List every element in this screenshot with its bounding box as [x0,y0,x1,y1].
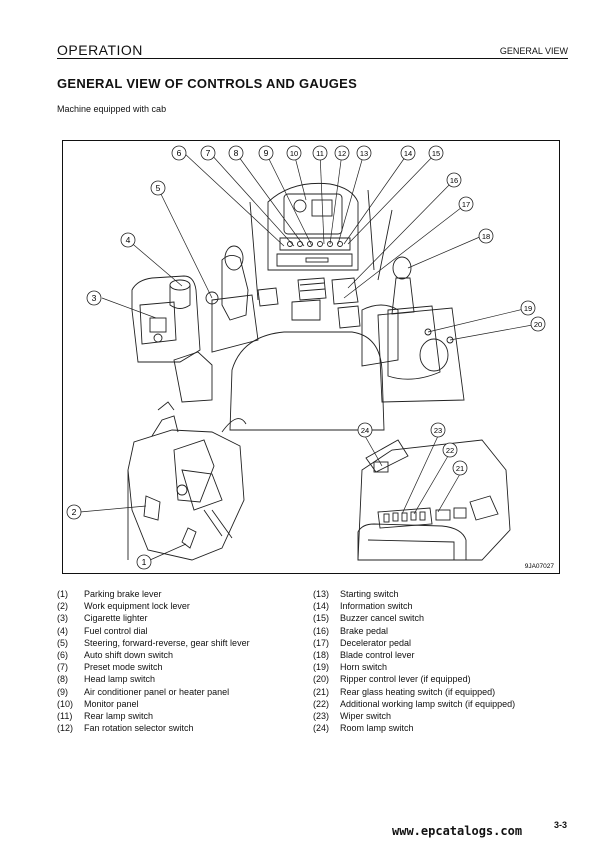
callout-4: 4 [120,232,136,248]
callout-12: 12 [334,145,350,161]
callout-3: 3 [86,290,102,306]
legend-item: (7)Preset mode switch [57,662,163,673]
callout-16-label: 16 [450,176,458,185]
callout-17: 17 [458,196,474,212]
callout-5-label: 5 [156,183,161,193]
legend-item: (9)Air conditioner panel or heater panel [57,686,230,697]
header-rule [57,58,568,59]
section-header-right: GENERAL VIEW [499,46,568,56]
legend-item: (18)Blade control lever [313,650,415,661]
callout-9: 9 [258,145,274,161]
callout-6-label: 6 [177,148,182,158]
callout-14: 14 [400,145,416,161]
page-title: GENERAL VIEW OF CONTROLS AND GAUGES [57,76,358,91]
legend-item: (13)Starting switch [313,589,399,599]
legend-item: (21)Rear glass heating switch (if equipp… [313,686,496,697]
legend-right: (13)Starting switch (14)Information swit… [313,588,515,734]
legend-item: (17)Decelerator pedal [313,637,412,648]
legend-item: (19)Horn switch [313,662,388,673]
callout-15: 15 [428,145,444,161]
callout-5: 5 [150,180,166,196]
callout-9-label: 9 [264,148,269,158]
legend-item: (1)Parking brake lever [57,589,162,599]
callout-1: 1 [136,554,152,570]
legend-item: (24)Room lamp switch [313,723,414,734]
callout-19-label: 19 [524,304,532,313]
callout-10: 10 [286,145,302,161]
callout-24: 24 [357,422,373,438]
callout-21-label: 21 [456,464,464,473]
legend-item: (10)Monitor panel [57,698,139,709]
legend-item: (20)Ripper control lever (if equipped) [313,674,471,685]
controls-figure: 6 7 8 9 10 11 12 13 14 15 16 17 18 19 20… [62,140,560,574]
callout-leaders [79,152,539,561]
callout-10-label: 10 [290,149,298,158]
figure-code: 9JA07027 [525,563,555,570]
callout-2-label: 2 [72,507,77,517]
legend-left: (1)Parking brake lever (2)Work equipment… [57,588,250,734]
legend-item: (15)Buzzer cancel switch [313,613,425,624]
callout-23-label: 23 [434,426,442,435]
page-number: 3-3 [554,820,568,830]
callout-11: 11 [312,145,328,161]
legend-item: (11)Rear lamp switch [57,711,154,722]
legend-item: (16)Brake pedal [313,625,389,636]
legend-item: (23)Wiper switch [313,711,392,722]
callout-22-label: 22 [446,446,454,455]
lever-inset-drawing [127,401,247,561]
callout-8-label: 8 [234,148,239,158]
callout-11-label: 11 [316,149,324,158]
page-subtitle: Machine equipped with cab [57,104,167,114]
callout-13: 13 [356,145,372,161]
legend-item: (5)Steering, forward-reverse, gear shift… [57,637,250,648]
callout-8: 8 [228,145,244,161]
callout-7: 7 [200,145,216,161]
callout-14-label: 14 [404,149,412,158]
figure-frame [62,140,560,574]
legend-item: (2)Work equipment lock lever [57,601,190,612]
callout-18: 18 [478,228,494,244]
section-header: OPERATION [57,42,143,58]
callout-24-label: 24 [361,426,369,435]
callout-20: 20 [530,316,546,332]
callout-7-label: 7 [206,148,211,158]
callout-20-label: 20 [534,320,542,329]
callout-16: 16 [446,172,462,188]
callout-2: 2 [66,504,82,520]
callout-4-label: 4 [126,235,131,245]
callout-1-label: 1 [142,557,147,567]
callout-6: 6 [171,145,187,161]
callout-23: 23 [430,422,446,438]
callout-17-label: 17 [462,200,470,209]
legend-item: (12)Fan rotation selector switch [57,723,194,734]
legend-item: (14)Information switch [313,601,413,612]
callout-21: 21 [452,460,468,476]
callout-18-label: 18 [482,232,490,241]
callout-3-label: 3 [92,293,97,303]
switch-inset-drawing [357,439,511,561]
legend-item: (8)Head lamp switch [57,674,156,685]
callout-22: 22 [442,442,458,458]
callout-12-label: 12 [338,149,346,158]
callout-19: 19 [520,300,536,316]
cab-interior-drawing [131,182,465,431]
callout-15-label: 15 [432,149,440,158]
legend-item: (6)Auto shift down switch [57,650,174,661]
legend-item: (3)Cigarette lighter [57,613,148,624]
footer-url: www.epcatalogs.com [392,824,523,838]
legend-item: (22)Additional working lamp switch (if e… [313,698,516,709]
callout-13-label: 13 [360,149,368,158]
legend-item: (4)Fuel control dial [57,625,148,636]
